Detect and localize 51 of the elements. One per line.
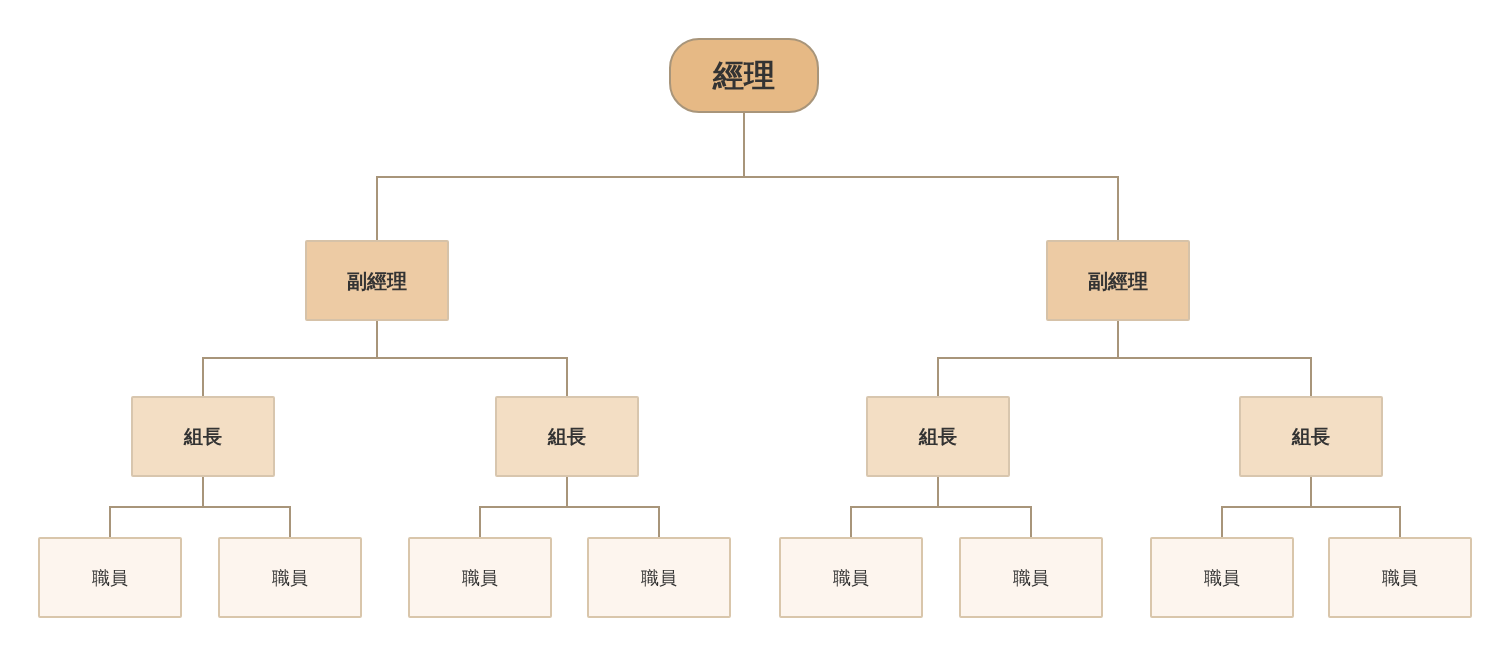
- node-label: 組長: [1292, 425, 1330, 448]
- connector-line: [1310, 506, 1401, 538]
- node-label: 組長: [548, 425, 586, 448]
- node-label: 副經理: [1088, 268, 1148, 293]
- connector-line: [743, 112, 745, 178]
- node-label: 組長: [184, 425, 222, 448]
- org-node: [1150, 537, 1294, 618]
- org-node: [959, 537, 1103, 618]
- connector-line: [376, 176, 745, 241]
- connector-line: [202, 357, 378, 397]
- org-node: [587, 537, 731, 618]
- connector-line: [937, 476, 939, 508]
- org-node: [218, 537, 362, 618]
- connector-line: [376, 357, 568, 397]
- org-node: [131, 396, 275, 477]
- connector-line: [937, 357, 1119, 397]
- node-label: 職員: [1382, 566, 1418, 589]
- connector-line: [479, 506, 568, 538]
- connector-line: [202, 506, 291, 538]
- connector-line: [566, 476, 568, 508]
- node-label: 組長: [919, 425, 957, 448]
- connector-line: [376, 320, 378, 359]
- connector-line: [850, 506, 939, 538]
- connector-line: [109, 506, 204, 538]
- connector-line: [202, 476, 204, 508]
- node-label: 職員: [833, 566, 869, 589]
- connector-line: [937, 506, 1032, 538]
- node-label: 職員: [272, 566, 308, 589]
- org-node: [1239, 396, 1383, 477]
- connector-line: [1117, 357, 1312, 397]
- node-label: 職員: [462, 566, 498, 589]
- org-node: [495, 396, 639, 477]
- connector-line: [1117, 320, 1119, 359]
- connector-line: [743, 176, 1119, 241]
- node-label: 職員: [92, 566, 128, 589]
- org-node: [779, 537, 923, 618]
- node-label: 經理: [713, 56, 775, 95]
- org-node: [866, 396, 1010, 477]
- connector-line: [1310, 476, 1312, 508]
- org-node: [1046, 240, 1190, 321]
- org-node: [38, 537, 182, 618]
- node-label: 職員: [641, 566, 677, 589]
- org-node: [408, 537, 552, 618]
- org-node: [1328, 537, 1472, 618]
- connector-line: [566, 506, 660, 538]
- rounded-node: [669, 38, 819, 113]
- node-label: 職員: [1013, 566, 1049, 589]
- org-node: [305, 240, 449, 321]
- connector-line: [1221, 506, 1312, 538]
- node-label: 副經理: [347, 268, 407, 293]
- node-label: 職員: [1204, 566, 1240, 589]
